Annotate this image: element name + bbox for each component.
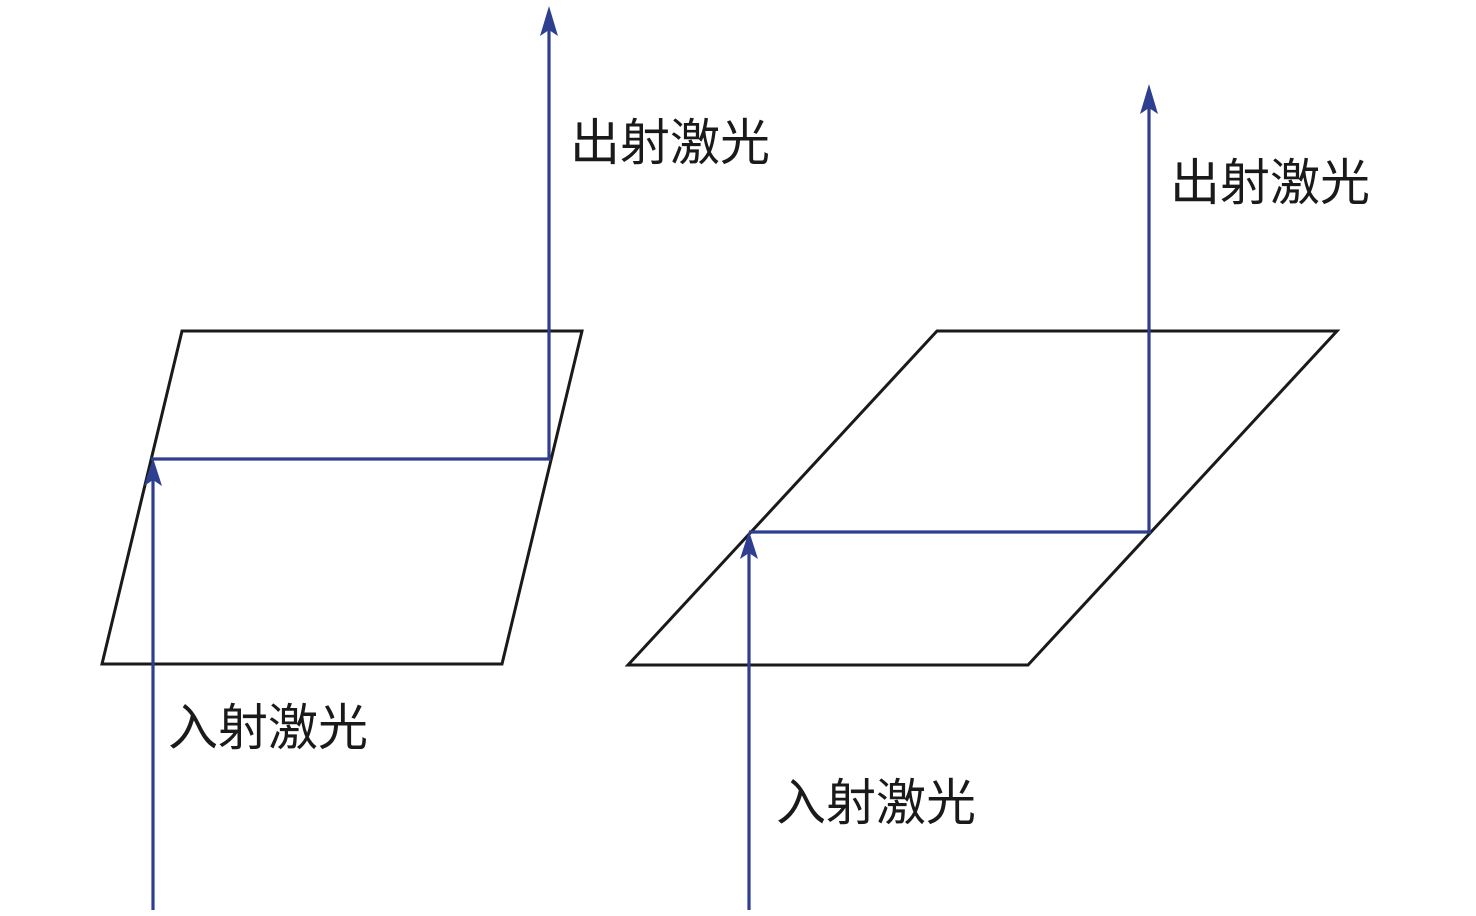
right-plate-outline [624,329,1341,667]
left-exit-arrowhead [540,6,558,36]
left-exit-label: 出射激光 [570,114,770,172]
left-incident-arrowhead [144,458,162,486]
left-incident-label: 入射激光 [168,699,368,757]
left-panel: 出射激光 入射激光 [100,6,770,910]
left-plate-outline [100,329,584,666]
right-panel: 出射激光 入射激光 [624,84,1370,910]
right-incident-arrowhead [740,531,758,559]
right-exit-arrowhead [1140,84,1158,114]
right-incident-label: 入射激光 [776,774,976,832]
right-exit-label: 出射激光 [1170,154,1370,212]
